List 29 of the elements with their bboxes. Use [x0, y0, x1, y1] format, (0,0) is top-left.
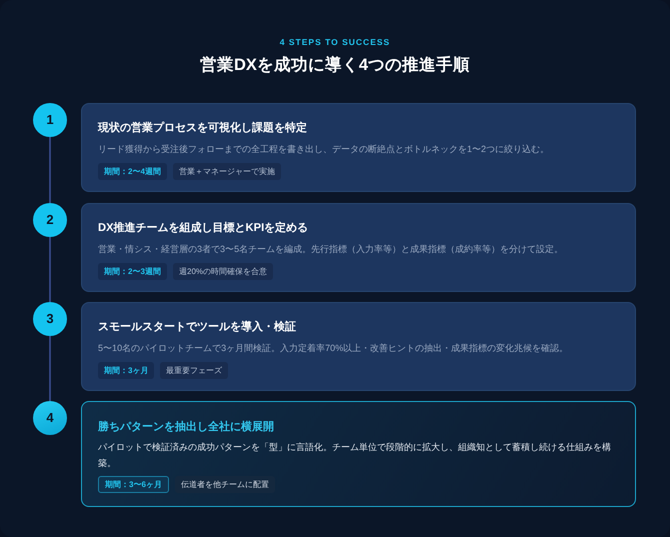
- note-tag: 週20%の時間確保を合意: [173, 263, 274, 280]
- step-card: [81, 401, 636, 507]
- step-number-circle: 4: [33, 401, 67, 435]
- note-tag: 伝道者を他チームに配置: [175, 476, 275, 493]
- connector-line: [49, 137, 51, 203]
- step-description: パイロットで検証済みの成功パターンを「型」に言語化。チーム単位で段階的に拡大し、組織知として蓄積し続ける仕組みを構築。: [98, 441, 612, 470]
- step-card: [81, 302, 636, 391]
- step-description: 営業・情シス・経営層の3者で3〜5名チームを編成。先行指標（入力率等）と成果指標（成約率等）を分けて設定。: [98, 243, 564, 256]
- step-number-circle: 1: [33, 103, 67, 137]
- step-title: 勝ちパターンを抽出し全社に横展開: [98, 420, 274, 435]
- note-tag: 最重要フェーズ: [160, 362, 228, 379]
- step-title: DX推進チームを組成し目標とKPIを定める: [98, 220, 308, 236]
- duration-tag: 期間：2〜3週間: [98, 263, 167, 280]
- connector-line: [49, 237, 51, 302]
- step-description: 5〜10名のパイロットチームで3ヶ月間検証。入力定着率70%以上・改善ヒントの抽出・成果指標の変化兆候を確認。: [98, 342, 570, 355]
- duration-tag: 期間：2〜4週間: [98, 163, 167, 180]
- step-title: スモールスタートでツールを導入・検証: [98, 320, 296, 335]
- connector-line: [49, 336, 51, 401]
- note-tag: 営業＋マネージャーで実施: [173, 163, 281, 180]
- duration-tag: 期間：3ヶ月: [98, 362, 154, 379]
- step-number-circle: 2: [33, 203, 67, 237]
- step-card: [81, 203, 636, 292]
- eyebrow-text: 4 STEPS TO SUCCESS: [280, 36, 390, 48]
- duration-tag: 期間：3〜6ヶ月: [98, 476, 169, 493]
- heading: 営業DXを成功に導く4つの推進手順: [200, 54, 470, 76]
- step-card: [81, 103, 636, 192]
- step-description: リード獲得から受注後フォローまでの全工程を書き出し、データの断絶点とボトルネックを1〜2つに絞り込む。: [98, 143, 550, 156]
- step-title: 現状の営業プロセスを可視化し課題を特定: [98, 120, 307, 136]
- step-number-circle: 3: [33, 302, 67, 336]
